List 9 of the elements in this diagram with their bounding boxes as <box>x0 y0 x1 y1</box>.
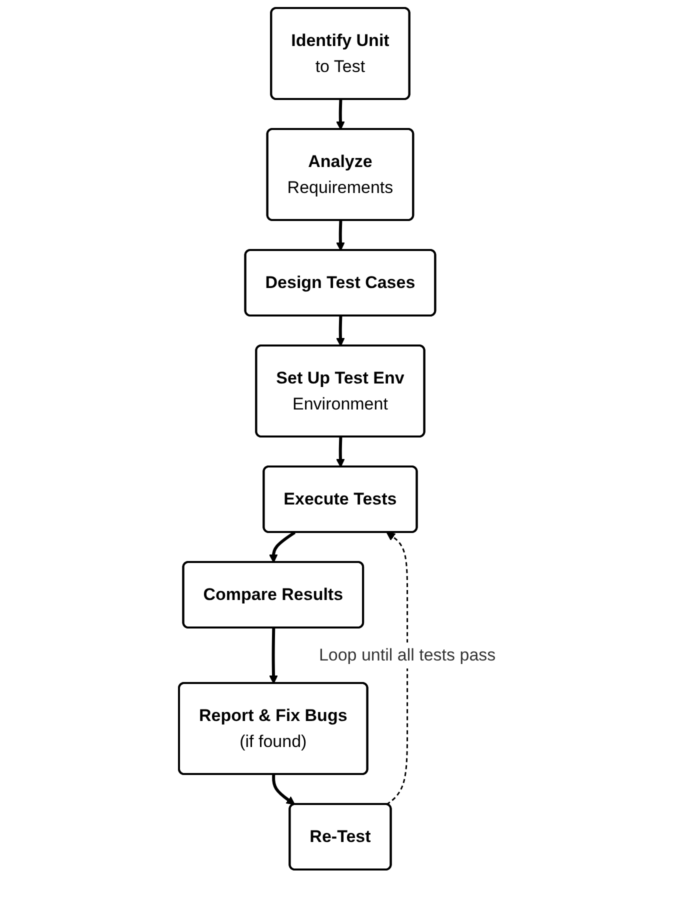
arrow <box>336 436 346 468</box>
arrow <box>269 628 278 684</box>
arrow <box>386 532 408 806</box>
edge-label: Loop until all tests pass <box>319 646 496 664</box>
arrow <box>336 316 346 346</box>
arrow <box>272 774 296 805</box>
arrow <box>269 531 296 563</box>
arrow <box>336 99 346 130</box>
arrow <box>336 220 346 251</box>
